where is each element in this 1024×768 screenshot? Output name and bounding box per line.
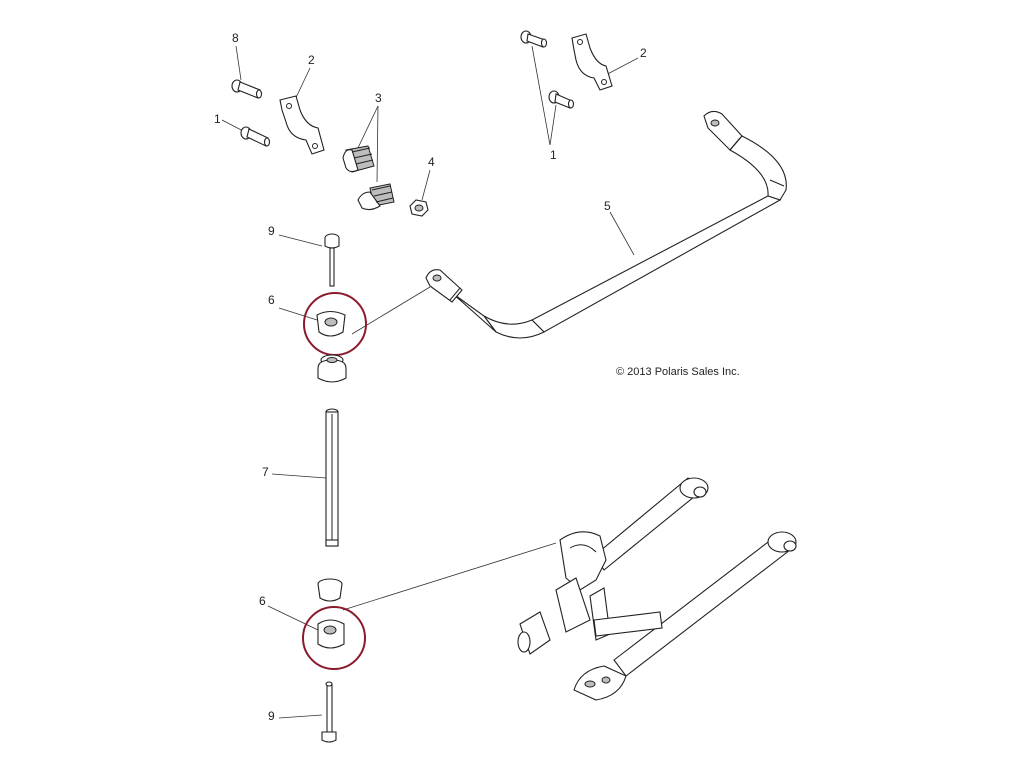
callout-3: 3 [375, 91, 382, 105]
nut-4-icon [409, 199, 429, 217]
callout-9-bottom: 9 [268, 709, 275, 723]
link-rod-7-icon [325, 408, 339, 547]
callout-8: 8 [232, 31, 239, 45]
bushing-6-lower-upper-icon [317, 578, 343, 602]
bolt-1-right-bottom-icon [548, 90, 575, 109]
bolt-9-bottom-icon [321, 681, 337, 743]
bolt-9-top-icon [324, 233, 340, 287]
leader-lines [221, 45, 639, 719]
bracket-2-left-icon [279, 95, 325, 155]
bracket-2-right-icon [571, 33, 613, 91]
bushing-6-bottom-icon [317, 619, 345, 649]
callout-1-right: 1 [550, 148, 557, 162]
callout-2-right: 2 [640, 46, 647, 60]
callout-2-left: 2 [308, 53, 315, 67]
bolt-1-left-icon [240, 126, 271, 147]
copyright-text: © 2013 Polaris Sales Inc. [616, 366, 740, 378]
callout-6-bottom: 6 [259, 594, 266, 608]
a-arm-icon [517, 477, 797, 701]
bushing-3-lower-icon [357, 183, 395, 211]
callout-6-top: 6 [268, 293, 275, 307]
bushing-3-upper-icon [342, 145, 375, 173]
highlight-circle-bottom [302, 606, 366, 670]
bolt-1-right-top-icon [520, 30, 548, 48]
bushing-lower-top-pair-icon [317, 354, 347, 383]
callout-7: 7 [262, 465, 269, 479]
stabilizer-bar-icon [425, 110, 787, 339]
bushing-6-top-icon [316, 310, 346, 337]
callout-4: 4 [428, 155, 435, 169]
callout-1-left: 1 [214, 112, 221, 126]
callout-9-top: 9 [268, 224, 275, 238]
bolt-8-icon [231, 79, 263, 99]
callout-5: 5 [604, 199, 611, 213]
